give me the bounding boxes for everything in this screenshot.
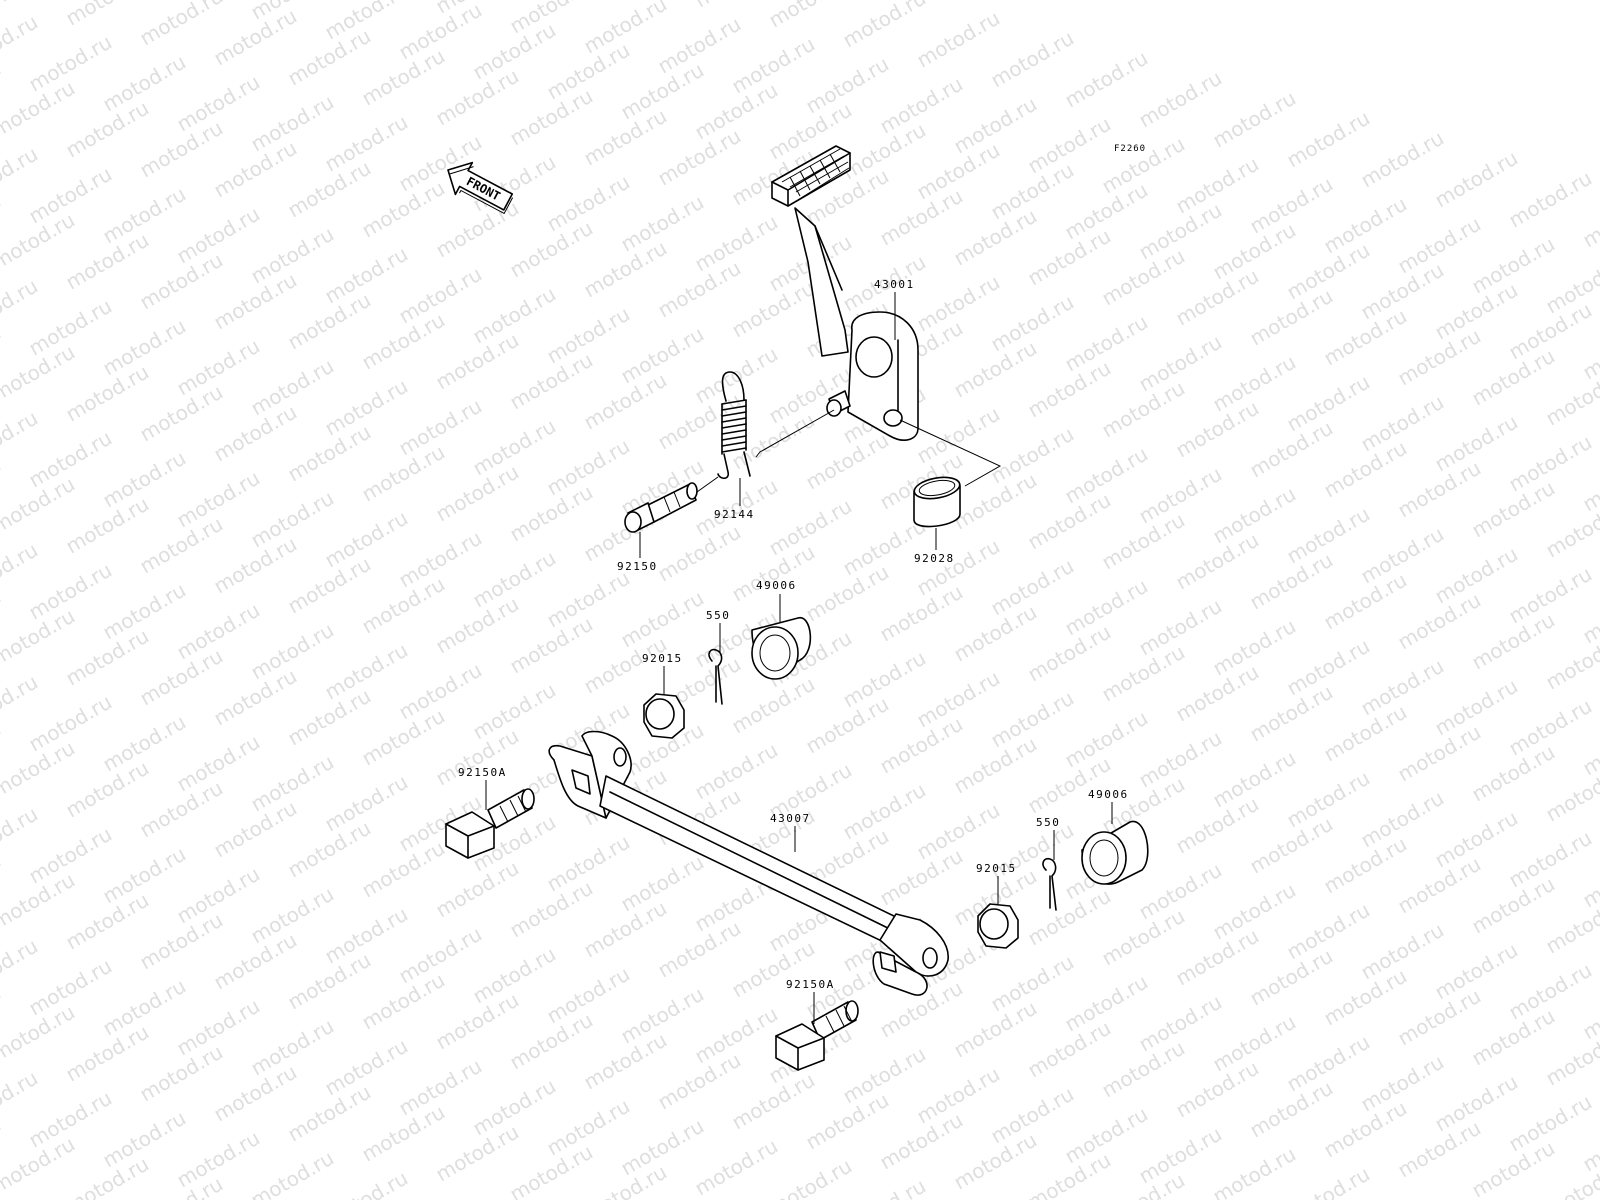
watermark-text: motod.ru [1579,978,1600,1045]
part-label-cotter-pin-lower: 550 [1036,816,1060,829]
watermark-text: motod.ru [691,1134,782,1200]
cotter-pin-lower [1043,859,1056,910]
rubber-lower [1082,821,1148,884]
watermark-text: motod.ru [1505,166,1596,233]
watermark-text: motod.ru [1579,846,1600,913]
part-label-return-spring: 92144 [714,508,755,521]
watermark-text: motod.ru [0,934,42,1001]
part-label-brake-pedal: 43001 [874,278,915,291]
watermark-text: motod.ru [1431,146,1522,213]
watermark-text: motod.ru [987,26,1078,93]
part-label-bolt-bottom: 92150A [786,978,835,991]
watermark-text: motod.ru [839,1174,930,1200]
part-label-bolt-left: 92150A [458,766,507,779]
watermark-text: motod.ru [1209,86,1300,153]
watermark-text: motod.ru [913,6,1004,73]
watermark-text: motod.ru [1283,1162,1374,1200]
watermark-text: motod.ru [765,0,856,32]
watermark-text: motod.ru [0,670,42,737]
watermark-text: motod.ru [1209,1142,1300,1200]
part-label-rubber-lower: 49006 [1088,788,1129,801]
part-label-brake-rod: 43007 [770,812,811,825]
watermark-text: motod.ru [1579,714,1600,781]
part-label-nut-lower: 92015 [976,862,1017,875]
watermark-text: motod.ru [1579,186,1600,253]
nut-upper [644,694,684,738]
nut-lower [978,904,1018,948]
watermark-text: motod.ru [321,1166,412,1200]
watermark-text: motod.ru [839,0,930,52]
watermark-text: motod.ru [1135,66,1226,133]
watermark-text: motod.ru [247,1146,338,1200]
part-label-cotter-pin-upper: 550 [706,609,730,622]
part-label-collar: 92028 [914,552,955,565]
watermark-text: motod.ru [0,274,42,341]
watermark-text: motod.ru [1579,582,1600,649]
part-label-pivot-bolt: 92150 [617,560,658,573]
watermark-text: motod.ru [0,406,42,473]
watermark-text: motod.ru [136,0,227,50]
watermark-text: motod.ru [1579,318,1600,385]
watermark-text: motod.ru [1283,106,1374,173]
watermark-text: motod.ru [62,0,153,30]
watermark-text: motod.ru [1579,1110,1600,1177]
part-label-rubber-upper: 49006 [756,579,797,592]
diagram-code: F2260 [1114,144,1146,154]
watermark-text: motod.ru [0,10,42,77]
watermark-text: motod.ru [0,1066,42,1133]
watermark-text: motod.ru [0,142,42,209]
watermark-text: motod.ru [765,1154,856,1200]
watermark-text: motod.ru [1579,450,1600,517]
watermark-text: motod.ru [1357,126,1448,193]
watermark-text: motod.ru [1061,46,1152,113]
watermark-text: motod.ru [0,802,42,869]
watermark-text: motod.ru [0,538,42,605]
part-label-nut-upper: 92015 [642,652,683,665]
